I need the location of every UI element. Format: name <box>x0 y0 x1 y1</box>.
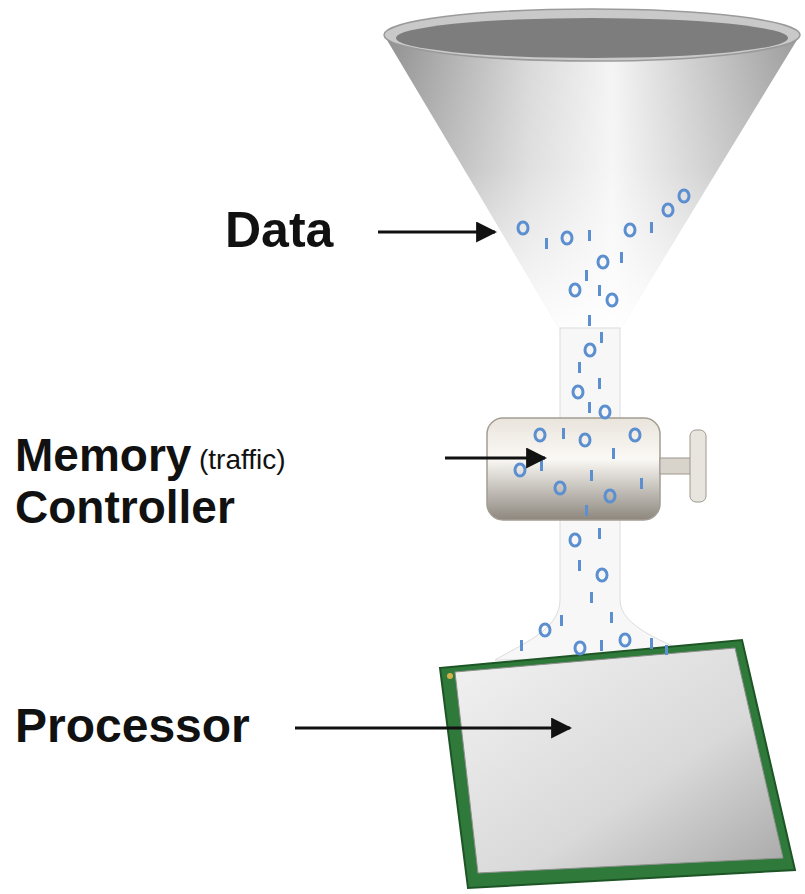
funnel-cone <box>384 35 800 330</box>
part-note: (traffic) <box>199 445 286 476</box>
part-label: Data <box>225 203 333 258</box>
chip-lid <box>455 648 783 873</box>
part-label: Controller <box>15 482 235 533</box>
valve-stem <box>660 458 692 474</box>
valve-handle <box>690 430 706 502</box>
upper-tube <box>560 328 620 422</box>
funnel-fade <box>384 35 800 330</box>
lower-tube <box>495 518 692 660</box>
funnel-opening <box>396 18 788 58</box>
data-bits <box>515 190 689 654</box>
funnel-rim <box>384 9 800 61</box>
part-label: Memory <box>15 430 191 481</box>
chip-board <box>440 640 795 888</box>
leader-arrow <box>295 727 570 730</box>
part-label: Processor <box>15 700 250 753</box>
chip-dot <box>447 673 453 679</box>
leader-arrow <box>378 231 495 234</box>
valve-body <box>487 418 660 520</box>
data-bits-ones <box>520 222 668 655</box>
leader-arrow <box>445 457 545 460</box>
